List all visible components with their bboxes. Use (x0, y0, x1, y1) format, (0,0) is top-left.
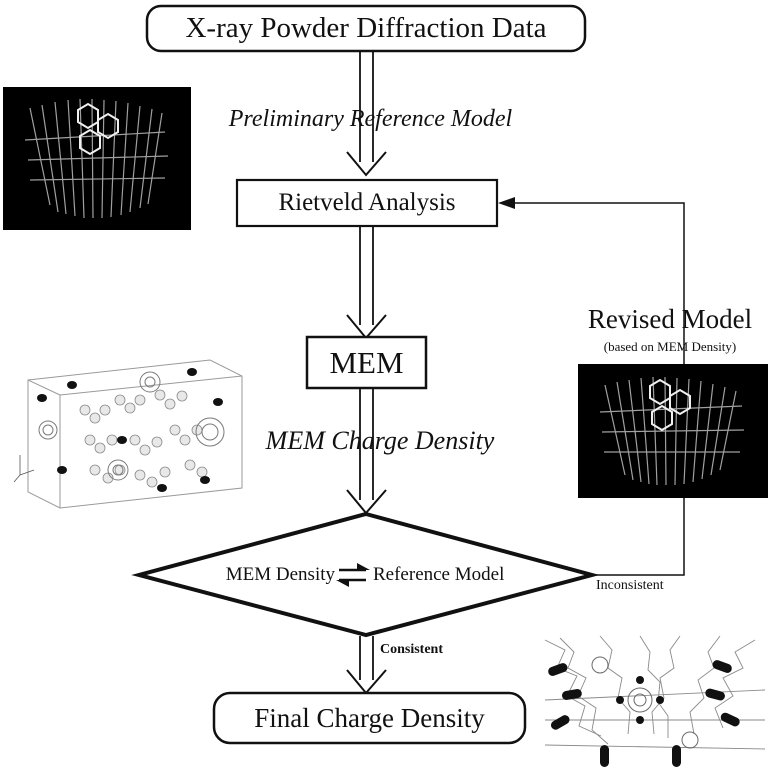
final-density-label: Final Charge Density (254, 703, 485, 733)
diamond-right-label: Reference Model (373, 564, 505, 585)
final-density-box (212, 691, 527, 745)
consistent-label: Consistent (380, 642, 444, 657)
arrow-xray-to-rietveld (346, 52, 387, 177)
arrow-rietveld-to-mem (346, 227, 387, 340)
rietveld-box (235, 178, 499, 228)
final-density-image (535, 632, 767, 774)
mem-density-image (13, 359, 243, 509)
revised-model-title: Revised Model (587, 304, 753, 334)
preliminary-model-image (3, 87, 191, 230)
xray-data-label: X-ray Powder Diffraction Data (185, 12, 547, 44)
preliminary-reference-label: Preliminary Reference Model (228, 106, 513, 132)
feedback-arrowhead (498, 197, 515, 209)
mem-box (305, 335, 428, 390)
mem-label: MEM (329, 345, 404, 380)
equilibrium-arrows-icon (336, 563, 370, 587)
rietveld-label: Rietveld Analysis (278, 189, 456, 216)
revised-model-image (578, 364, 768, 498)
revised-model-subtitle: (based on MEM Density) (603, 339, 737, 354)
xray-data-box (145, 4, 587, 53)
inconsistent-label: Inconsistent (596, 578, 664, 593)
diamond-left-label: MEM Density (225, 564, 335, 585)
mem-charge-density-label: MEM Charge Density (265, 426, 495, 455)
decision-diamond (131, 511, 600, 638)
